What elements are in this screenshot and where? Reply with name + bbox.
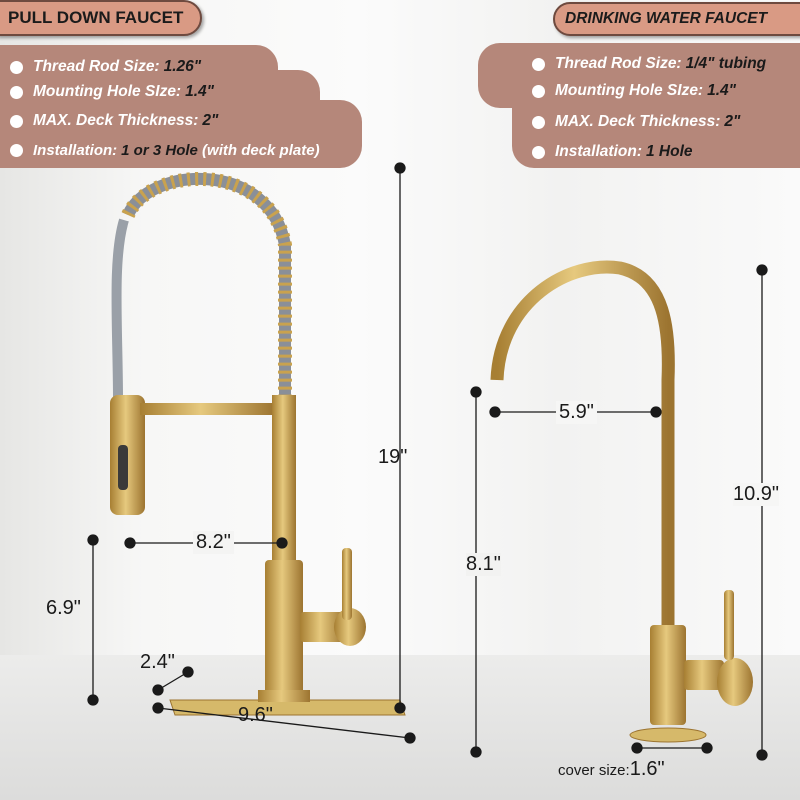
cover-size-text: cover size: (558, 762, 630, 779)
bullet-icon (10, 114, 23, 128)
plate-length-label: 9.6" (238, 704, 273, 726)
spec-value: 1/4" tubing (685, 55, 767, 72)
plate-width-label: 2.4" (140, 651, 175, 673)
bullet-icon (532, 145, 545, 159)
bullet-icon (10, 85, 23, 99)
spec-value: 1 or 3 Hole (121, 142, 198, 159)
spec-label: Thread Rod Size: (33, 58, 160, 75)
spec-item: Installation:1 or 3 Hole (with deck plat… (10, 142, 320, 159)
left-spec-panel (0, 45, 278, 73)
spec-item: MAX. Deck Thickness:2" (532, 113, 740, 131)
drink-height-label: 10.9" (733, 483, 780, 506)
spec-item: Thread Rod Size:1.26" (10, 58, 201, 76)
right-spec-panel (478, 43, 800, 108)
pull-reach-label: 8.2" (193, 531, 234, 554)
spec-label: MAX. Deck Thickness: (33, 112, 199, 129)
spec-label: MAX. Deck Thickness: (555, 113, 721, 130)
spec-note: (with deck plate) (202, 142, 320, 159)
spec-item: Thread Rod Size:1/4" tubing (532, 55, 766, 73)
bullet-icon (532, 115, 545, 129)
pull-down-faucet-title: PULL DOWN FAUCET (0, 0, 202, 36)
spec-label: Thread Rod Size: (555, 55, 682, 72)
spec-item: MAX. Deck Thickness:2" (10, 112, 218, 130)
spec-item: Mounting Hole SIze:1.4" (532, 82, 736, 100)
bullet-icon (10, 60, 23, 74)
drink-spout-height-label: 8.1" (466, 553, 501, 576)
bullet-icon (532, 57, 545, 71)
spec-value: 1.4" (707, 82, 737, 99)
spec-value: 2" (202, 112, 219, 129)
drinking-water-faucet (490, 260, 753, 743)
pull-down-faucet (110, 171, 406, 716)
spec-value: 1.26" (163, 58, 202, 75)
left-spec-panel-step (0, 70, 320, 102)
spec-value: 1.4" (185, 83, 215, 100)
title-text: PULL DOWN FAUCET (8, 8, 184, 27)
title-text: DRINKING WATER FAUCET (565, 10, 768, 27)
spec-label: Mounting Hole SIze: (555, 82, 704, 99)
right-spec-panel-step (512, 100, 800, 168)
drink-reach-label: 5.9" (556, 401, 597, 424)
cover-size-label: cover size:1.6" (558, 758, 665, 781)
spec-value: 2" (724, 113, 741, 130)
left-spec-panel-step (0, 100, 362, 168)
spec-label: Installation: (33, 142, 118, 159)
cover-size-value: 1.6" (629, 758, 665, 780)
bullet-icon (532, 84, 545, 98)
spec-label: Mounting Hole SIze: (33, 83, 182, 100)
spec-item: Installation:1 Hole (532, 143, 693, 161)
spec-label: Installation: (555, 143, 642, 160)
drinking-water-faucet-title: DRINKING WATER FAUCET (553, 2, 800, 36)
bullet-icon (10, 144, 23, 157)
spec-value: 1 Hole (645, 143, 693, 160)
pull-height-label: 19" (378, 446, 408, 468)
spec-item: Mounting Hole SIze:1.4" (10, 83, 214, 101)
pull-spout-height-label: 6.9" (46, 597, 81, 619)
